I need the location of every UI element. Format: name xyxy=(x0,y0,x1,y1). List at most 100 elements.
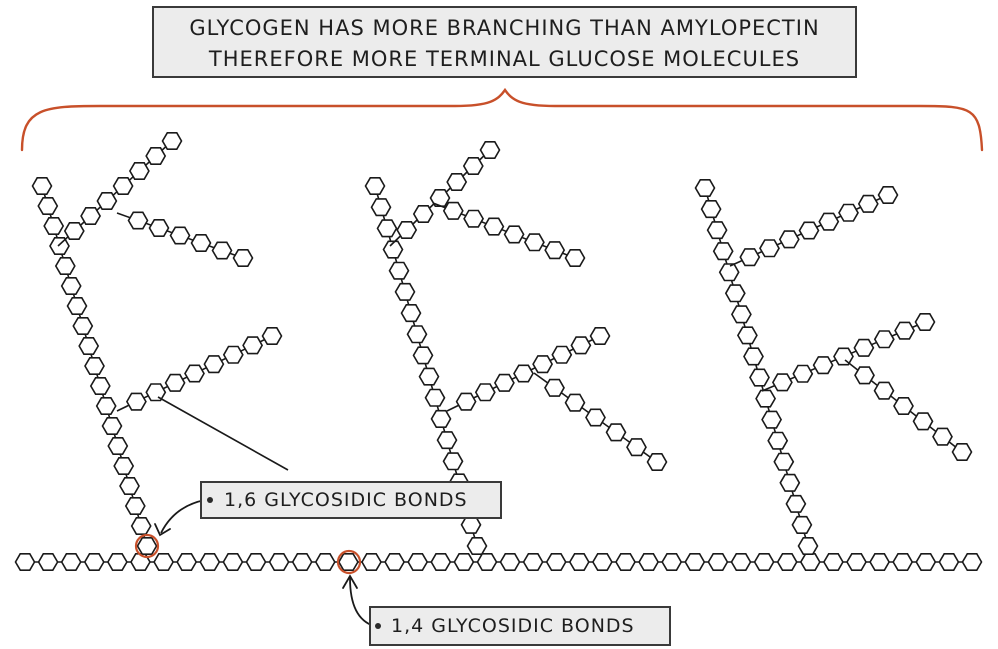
glucose-hexagon-icon xyxy=(932,427,953,446)
glucose-hexagon-icon xyxy=(544,241,566,260)
glucose-hexagon-icon xyxy=(83,552,105,572)
glucose-hexagon-icon xyxy=(43,217,65,235)
glucose-hexagon-icon xyxy=(31,177,53,195)
glucose-hexagon-icon xyxy=(130,516,152,536)
glucose-hexagon-icon xyxy=(72,316,94,336)
glucose-hexagon-icon xyxy=(430,409,452,429)
glucose-hexagon-icon xyxy=(914,312,936,332)
glucose-hexagon-icon xyxy=(798,221,820,240)
glucose-hexagon-icon xyxy=(812,356,834,375)
glucose-hexagon-icon xyxy=(463,209,485,228)
glucose-hexagon-icon xyxy=(412,346,434,365)
glucose-hexagon-icon xyxy=(818,212,840,231)
glucose-hexagon-icon xyxy=(912,412,934,431)
glucose-hexagon-icon xyxy=(127,211,149,230)
glucose-hexagon-icon xyxy=(199,552,221,572)
glucose-hexagon-icon xyxy=(513,364,534,383)
glucose-hexagon-icon xyxy=(589,326,611,346)
glucose-hexagon-icon xyxy=(388,261,410,280)
glucose-hexagon-icon xyxy=(779,473,801,492)
glucose-hexagon-icon xyxy=(771,373,793,392)
glucose-hexagon-icon xyxy=(125,392,147,411)
glucose-hexagon-icon xyxy=(700,200,722,219)
glucose-hexagon-icon xyxy=(49,237,70,255)
glucose-hexagon-icon xyxy=(337,552,359,572)
branch-bond xyxy=(157,396,289,471)
glucose-hexagon-icon xyxy=(544,378,565,397)
glucose-hexagon-icon xyxy=(833,347,854,366)
glucose-hexagon-icon xyxy=(570,336,592,355)
glucose-hexagon-icon xyxy=(54,256,76,276)
glucose-hexagon-icon xyxy=(730,552,752,572)
glucose-hexagon-icon xyxy=(791,515,813,535)
glucose-hexagon-icon xyxy=(60,276,82,296)
glucose-hexagon-icon xyxy=(394,282,416,301)
glucose-hexagon-icon xyxy=(605,423,627,442)
glucose-hexagon-icon xyxy=(797,536,819,556)
glucose-hexagon-icon xyxy=(63,222,85,240)
glucose-hexagon-icon xyxy=(499,552,521,572)
glucose-hexagon-icon xyxy=(873,381,895,400)
glucose-hexagon-icon xyxy=(291,552,313,572)
glucose-hexagon-icon xyxy=(462,157,484,175)
glucose-hexagon-icon xyxy=(60,552,82,572)
glucose-hexagon-icon xyxy=(106,552,128,572)
glucose-hexagon-icon xyxy=(148,219,170,237)
glucose-hexagon-icon xyxy=(785,494,807,513)
glucose-hexagon-icon xyxy=(145,383,167,402)
bond-16-highlight xyxy=(134,533,160,559)
glucose-hexagon-icon xyxy=(503,225,525,244)
glucose-hexagon-icon xyxy=(460,515,482,534)
glucose-hexagon-icon xyxy=(145,147,167,165)
glucose-hexagon-icon xyxy=(761,410,783,429)
glucose-hexagon-icon xyxy=(436,431,458,450)
glucose-hexagon-icon xyxy=(564,249,586,268)
glucose-hexagon-icon xyxy=(694,179,716,197)
glucose-hexagon-icon xyxy=(84,356,105,376)
glucose-hexagon-icon xyxy=(101,416,123,436)
glucose-hexagon-icon xyxy=(893,396,914,416)
glucose-hexagon-icon xyxy=(418,367,440,386)
glucose-hexagon-icon xyxy=(568,552,590,572)
glucose-hexagon-icon xyxy=(483,217,505,236)
glucose-hexagon-icon xyxy=(384,552,406,572)
glucose-hexagon-icon xyxy=(37,197,59,215)
glucose-hexagon-icon xyxy=(661,552,683,572)
glucose-hexagon-icon xyxy=(838,203,859,222)
glucose-hexagon-icon xyxy=(268,552,290,572)
title-line-1: GLYCOGEN HAS MORE BRANCHING THAN AMYLOPE… xyxy=(189,16,820,40)
glucose-hexagon-icon xyxy=(95,396,117,416)
glucose-hexagon-icon xyxy=(778,230,800,249)
glucose-hexagon-icon xyxy=(822,552,844,572)
glucose-hexagon-icon xyxy=(792,364,814,383)
label-16-glycosidic-bonds: 1,6 GLYCOSIDIC BONDS xyxy=(200,481,502,519)
glucose-hexagon-icon xyxy=(455,392,477,411)
glucose-hexagon-icon xyxy=(753,552,775,572)
glucose-hexagon-icon xyxy=(564,393,586,412)
glucose-hexagon-icon xyxy=(743,347,764,366)
pointer-arrow-16-head-icon xyxy=(154,523,171,537)
glucose-hexagon-icon xyxy=(37,552,59,572)
glucose-hexagon-icon xyxy=(176,552,198,572)
glucose-hexagon-icon xyxy=(314,552,336,572)
glucose-hexagon-icon xyxy=(113,456,135,476)
glucose-hexagon-icon xyxy=(646,452,668,472)
glucose-hexagon-icon xyxy=(424,388,446,407)
glucose-hexagon-icon xyxy=(773,452,795,471)
glucose-hexagon-icon xyxy=(128,162,150,180)
glucose-hexagon-icon xyxy=(915,552,937,572)
glucose-hexagon-icon xyxy=(853,338,875,357)
pointer-arrow-16-icon xyxy=(160,499,206,534)
glucose-hexagon-icon xyxy=(89,376,111,396)
glucose-hexagon-icon xyxy=(382,240,404,259)
glucose-hexagon-icon xyxy=(961,552,983,572)
glucose-hexagon-icon xyxy=(474,383,496,402)
glucose-hexagon-icon xyxy=(532,355,554,374)
glucose-hexagon-icon xyxy=(396,221,418,239)
glucose-hexagon-icon xyxy=(222,345,244,364)
glucose-hexagon-icon xyxy=(522,552,544,572)
glucose-hexagon-icon xyxy=(869,552,891,572)
glucose-hexagon-icon xyxy=(759,239,780,258)
glucose-hexagon-icon xyxy=(211,241,233,260)
glucose-hexagon-icon xyxy=(370,198,392,217)
